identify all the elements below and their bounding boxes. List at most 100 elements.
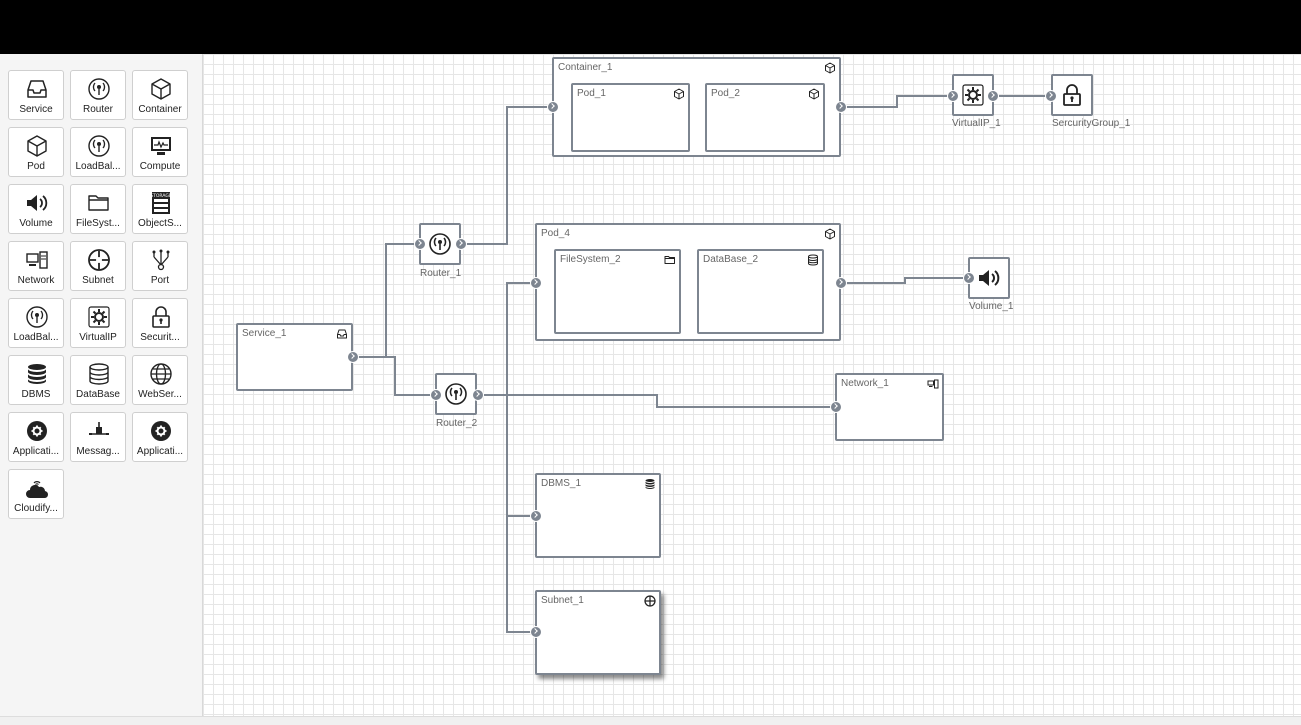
palette-item-label: Cloudify... [14,503,58,514]
palette-item-cloudify[interactable]: Cloudify... [8,469,64,519]
network-input-port[interactable] [830,401,842,413]
application-icon [27,421,47,441]
port-icon [152,249,170,271]
shape-palette: Service Router Container Pod LoadBal... … [0,54,203,718]
palette-item-label: Network [17,275,55,286]
container-node[interactable]: Container_1 Pod_1 Pod_2 [552,57,841,157]
node-caption: Router_1 [420,268,462,279]
palette-item-label: ObjectS... [138,218,182,229]
service-output-port[interactable] [347,351,359,363]
pod-node[interactable]: Pod_2 [705,83,825,152]
virtualip-icon [962,84,984,106]
palette-item-application-2[interactable]: Applicati... [132,412,188,462]
subnet-icon [644,595,656,607]
filesystem-icon [88,195,109,211]
node-label: Network_1 [841,378,889,389]
node-label: Subnet_1 [541,595,584,606]
bottom-scrollbar[interactable] [0,716,1301,725]
palette-item-service[interactable]: Service [8,70,64,120]
palette-item-database[interactable]: DataBase [70,355,126,405]
palette-item-message[interactable]: Messag... [70,412,126,462]
dbms-icon [28,364,46,384]
dbms-icon [645,479,655,489]
palette-item-label: VirtualIP [79,332,117,343]
palette-item-port[interactable]: Port [132,241,188,291]
palette-item-loadbalancer[interactable]: LoadBal... [70,127,126,177]
subnet-input-port[interactable] [530,626,542,638]
router-output-port[interactable] [472,389,484,401]
network-node[interactable]: Network_1 [835,373,944,441]
container-input-port[interactable] [547,101,559,113]
virtualip-icon [88,306,110,328]
pod-output-port[interactable] [835,277,847,289]
palette-item-securitygroup[interactable]: Securit... [132,298,188,348]
securitygroup-node[interactable] [1051,74,1093,116]
message-icon [89,422,109,435]
palette-item-application[interactable]: Applicati... [8,412,64,462]
palette-item-network[interactable]: Network [8,241,64,291]
database-node[interactable]: DataBase_2 [697,249,824,334]
palette-item-compute[interactable]: Compute [132,127,188,177]
router-output-port[interactable] [455,238,467,250]
node-label: Pod_4 [541,228,570,239]
dbms-input-port[interactable] [530,510,542,522]
palette-item-label: Messag... [76,446,120,457]
database-icon [89,363,109,385]
palette-item-label: Compute [139,161,181,172]
service-icon [27,80,47,98]
pod-icon [825,228,835,240]
palette-item-label: Router [82,104,113,115]
pod-node[interactable]: Pod_1 [571,83,690,152]
palette-item-router[interactable]: Router [70,70,126,120]
volume-node[interactable] [968,257,1010,299]
palette-item-subnet[interactable]: Subnet [70,241,126,291]
network-icon [927,379,939,389]
palette-item-container[interactable]: Container [132,70,188,120]
database-icon [808,254,818,266]
palette-item-filesystem[interactable]: FileSyst... [70,184,126,234]
palette-item-dbms[interactable]: DBMS [8,355,64,405]
securitygroup-icon [152,306,170,328]
filesystem-node[interactable]: FileSystem_2 [554,249,681,334]
palette-item-label: DBMS [21,389,51,400]
container-icon [151,78,171,100]
router-input-port[interactable] [414,238,426,250]
pod-node[interactable]: Pod_4 FileSystem_2 DataBase_2 [535,223,841,341]
node-caption: SercurityGroup_1 [1052,118,1131,129]
palette-item-label: Applicati... [136,446,184,457]
palette-item-label: Volume [19,218,53,229]
subnet-node[interactable]: Subnet_1 [535,590,661,675]
service-node[interactable]: Service_1 [236,323,353,391]
palette-item-pod[interactable]: Pod [8,127,64,177]
pod-input-port[interactable] [530,277,542,289]
palette-item-volume[interactable]: Volume [8,184,64,234]
dbms-node[interactable]: DBMS_1 [535,473,661,558]
securitygroup-input-port[interactable] [1045,90,1057,102]
router-node[interactable] [419,223,461,265]
loadbalancer-icon [26,306,48,328]
volume-input-port[interactable] [963,272,975,284]
palette-item-loadbalancer-2[interactable]: LoadBal... [8,298,64,348]
top-bar [0,0,1301,54]
palette-item-virtualip[interactable]: VirtualIP [70,298,126,348]
palette-item-label: Securit... [140,332,180,343]
router-icon [88,78,110,100]
volume-icon [979,270,1000,286]
container-icon [825,62,835,74]
node-label: Container_1 [558,62,613,73]
node-caption: VirtualIP_1 [952,118,1001,129]
router-icon [445,383,467,405]
folder-icon [664,256,675,264]
palette-item-webserver[interactable]: WebSer... [132,355,188,405]
virtualip-output-port[interactable] [987,90,999,102]
palette-item-label: Port [150,275,170,286]
node-label: Pod_1 [577,88,606,99]
palette-item-label: Subnet [82,275,114,286]
application-icon [151,421,171,441]
service-icon [337,329,347,339]
virtualip-input-port[interactable] [947,90,959,102]
container-output-port[interactable] [835,101,847,113]
node-label: Pod_2 [711,88,740,99]
palette-item-objectstorage[interactable]: STORAGE ObjectS... [132,184,188,234]
router-input-port[interactable] [430,389,442,401]
